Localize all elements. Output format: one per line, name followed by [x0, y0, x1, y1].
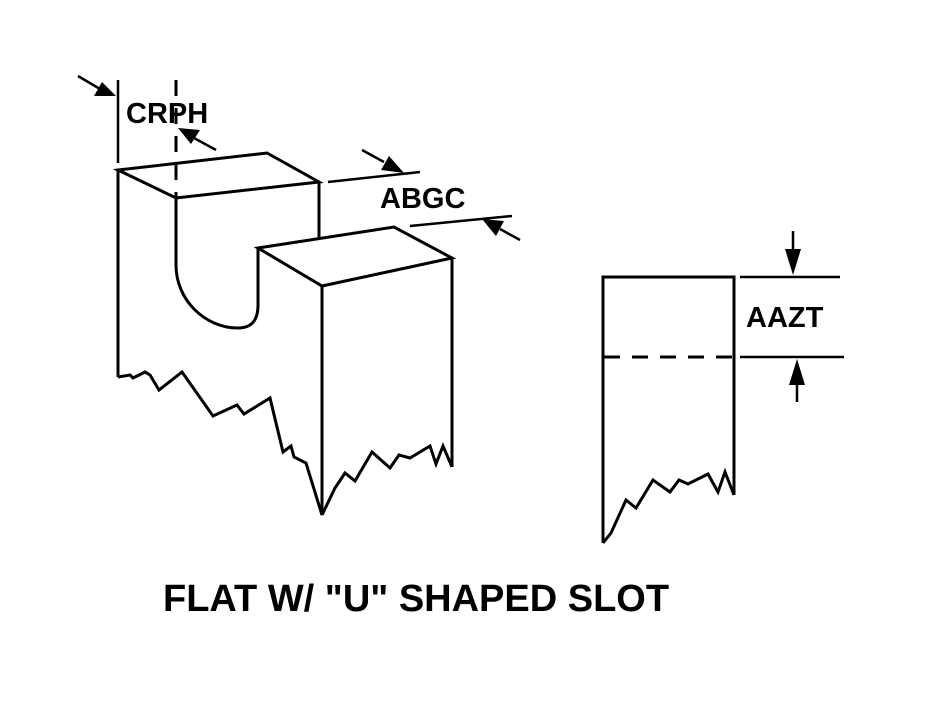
- side-view-broken-edge: [601, 467, 736, 544]
- aazt-arrow-top-icon: [785, 249, 801, 275]
- abgc-arrow-bottom-icon: [482, 219, 504, 236]
- diagram-title: FLAT W/ "U" SHAPED SLOT: [163, 578, 669, 620]
- abgc-extension-line-bottom: [409, 214, 513, 228]
- abgc-label: ABGC: [380, 183, 465, 215]
- broken-edge-front: [320, 442, 454, 516]
- crph-arrow-left-shaft: [77, 74, 101, 91]
- abgc-arrow-bottom-shaft: [499, 227, 521, 242]
- abgc-arrow-top-icon: [381, 156, 404, 173]
- aazt-label: AAZT: [746, 302, 824, 334]
- broken-edge-left: [117, 369, 324, 516]
- front-block-top-face: [253, 225, 457, 288]
- side-view: [601, 275, 736, 544]
- abgc-dimension: ABGC: [327, 148, 521, 242]
- isometric-view: [112, 151, 457, 516]
- aazt-arrow-bottom-icon: [789, 359, 805, 385]
- aazt-dimension: AAZT: [740, 231, 844, 402]
- u-slot-curve: [174, 198, 260, 330]
- back-block-top-face: [112, 151, 324, 200]
- abgc-extension-line-top: [327, 170, 421, 184]
- crph-label: CRPH: [126, 98, 208, 130]
- crph-arrow-right-shaft: [193, 136, 217, 152]
- crph-dimension: CRPH: [77, 74, 217, 198]
- side-view-outline: [601, 275, 736, 543]
- crph-arrow-right-icon: [178, 128, 200, 144]
- crph-arrow-left-icon: [94, 82, 116, 96]
- abgc-arrow-top-shaft: [361, 148, 385, 164]
